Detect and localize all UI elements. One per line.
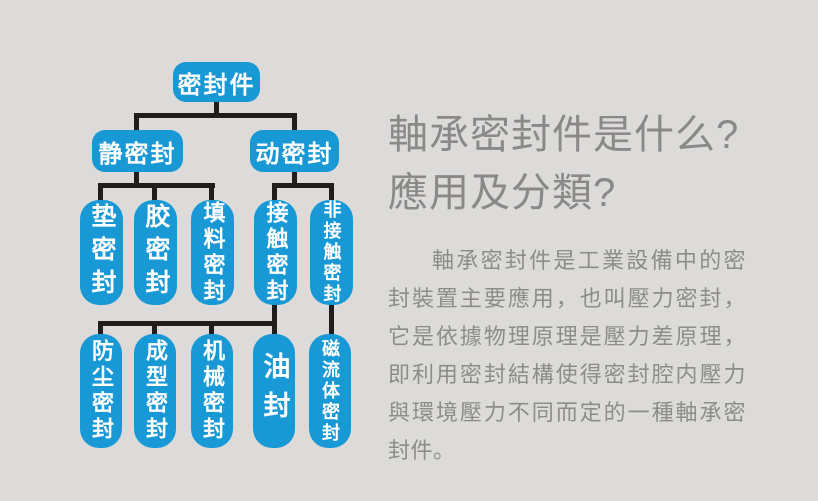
- connector-drop-chengxing: [152, 321, 157, 339]
- node-gasket-seal: 垫密封: [80, 200, 123, 305]
- node-glue-seal-label: 胶密封: [142, 203, 170, 302]
- node-seal-part: 密封件: [173, 62, 260, 102]
- node-magnetic-fluid-seal-label: 磁流体密封: [320, 338, 340, 444]
- connector-drop-tianliao: [209, 183, 214, 205]
- node-seal-part-label: 密封件: [177, 71, 256, 99]
- connector-l1-horizontal: [134, 113, 297, 118]
- node-magnetic-fluid-seal: 磁流体密封: [309, 334, 351, 448]
- node-packing-seal: 填料密封: [191, 200, 234, 305]
- node-dynamic-seal-label: 动密封: [255, 140, 334, 168]
- node-static-seal: 静密封: [92, 130, 183, 172]
- connector-dynamic-up: [292, 113, 297, 134]
- connector-drop-dian: [98, 183, 103, 205]
- node-mechanical-seal: 机械密封: [191, 334, 233, 448]
- node-oil-seal: 油封: [253, 334, 295, 448]
- node-contact-seal: 接触密封: [254, 200, 297, 305]
- node-dust-seal: 防尘密封: [80, 334, 122, 448]
- node-non-contact-seal: 非接触密封: [310, 200, 353, 305]
- node-static-seal-label: 静密封: [98, 140, 177, 168]
- connector-feijiechu-down: [329, 300, 334, 340]
- connector-dynamic-down: [292, 165, 297, 187]
- node-dust-seal-label: 防尘密封: [89, 339, 114, 443]
- article-title-line2: 應用及分類?: [388, 171, 617, 215]
- node-dynamic-seal: 动密封: [250, 130, 339, 172]
- connector-static-up: [134, 113, 139, 134]
- connector-l3-horizontal: [98, 321, 277, 326]
- article: 軸承密封件是什么? 應用及分類? 軸承密封件是工業設備中的密封裝置主要應用，也叫壓…: [388, 106, 768, 470]
- connector-drop-feijiechu: [329, 183, 334, 205]
- connector-root-down: [214, 100, 219, 118]
- connector-jiechu-down: [272, 300, 277, 326]
- connector-drop-jixie: [209, 321, 214, 339]
- node-oil-seal-label: 油封: [259, 352, 290, 430]
- node-glue-seal: 胶密封: [134, 200, 177, 305]
- connector-drop-jiechu: [272, 183, 277, 205]
- node-packing-seal-label: 填料密封: [200, 200, 226, 305]
- connector-drop-jiao: [152, 183, 157, 205]
- article-body: 軸承密封件是工業設備中的密封裝置主要應用，也叫壓力密封，它是依據物理原理是壓力差…: [388, 248, 746, 463]
- node-molded-seal: 成型密封: [134, 334, 176, 448]
- node-non-contact-seal-label: 非接触密封: [321, 200, 342, 305]
- node-molded-seal-label: 成型密封: [143, 339, 168, 443]
- connector-static-down: [134, 165, 139, 187]
- node-gasket-seal-label: 垫密封: [88, 203, 116, 302]
- node-contact-seal-label: 接触密封: [263, 200, 289, 305]
- connector-l2-right-horizontal: [272, 183, 334, 188]
- article-title-line1: 軸承密封件是什么?: [388, 113, 740, 157]
- node-mechanical-seal-label: 机械密封: [200, 339, 225, 443]
- connector-drop-youfeng: [272, 321, 277, 339]
- connector-drop-fangchen: [98, 321, 103, 339]
- article-title: 軸承密封件是什么? 應用及分類?: [388, 106, 768, 222]
